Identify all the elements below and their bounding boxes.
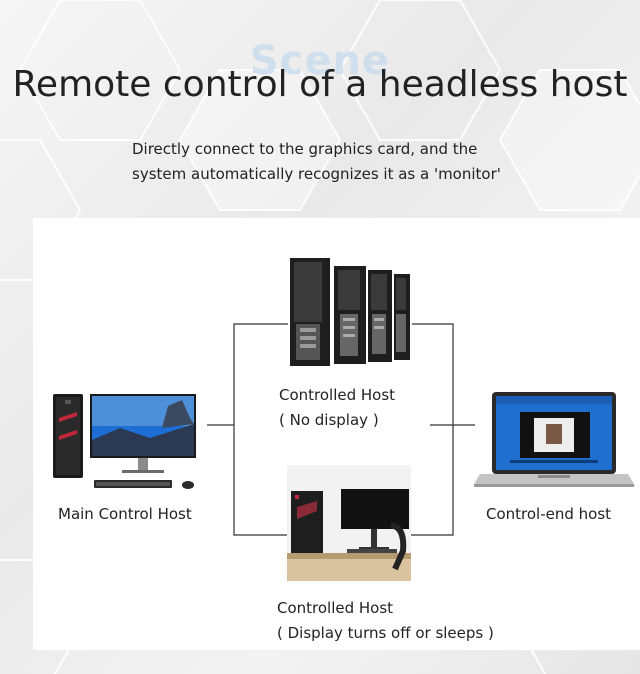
- main-control-host-label: Main Control Host: [58, 505, 192, 523]
- subtitle-line-1: Directly connect to the graphics card, a…: [132, 140, 478, 158]
- desk-workstation-icon: [287, 465, 411, 581]
- controlled-host-top-line-2: ( No display ): [279, 411, 379, 429]
- controlled-host-sleep-label: Controlled Host ( Display turns off or s…: [277, 596, 494, 646]
- server-towers-icon: [288, 252, 412, 368]
- controlled-host-bottom-line-2: ( Display turns off or sleeps ): [277, 624, 494, 642]
- laptop-icon: [474, 392, 634, 487]
- page-title: Remote control of a headless host: [12, 64, 628, 105]
- controlled-host-top-line-1: Controlled Host: [279, 386, 396, 404]
- controlled-host-bottom-line-1: Controlled Host: [277, 599, 394, 617]
- control-end-host-label: Control-end host: [486, 505, 612, 523]
- controlled-host-no-display-label: Controlled Host ( No display ): [279, 383, 395, 433]
- subtitle-line-2: system automatically recognizes it as a …: [132, 165, 501, 183]
- main-control-host-icon: [53, 394, 196, 489]
- page-subtitle: Directly connect to the graphics card, a…: [132, 137, 552, 187]
- scene-watermark: Scene: [249, 38, 391, 84]
